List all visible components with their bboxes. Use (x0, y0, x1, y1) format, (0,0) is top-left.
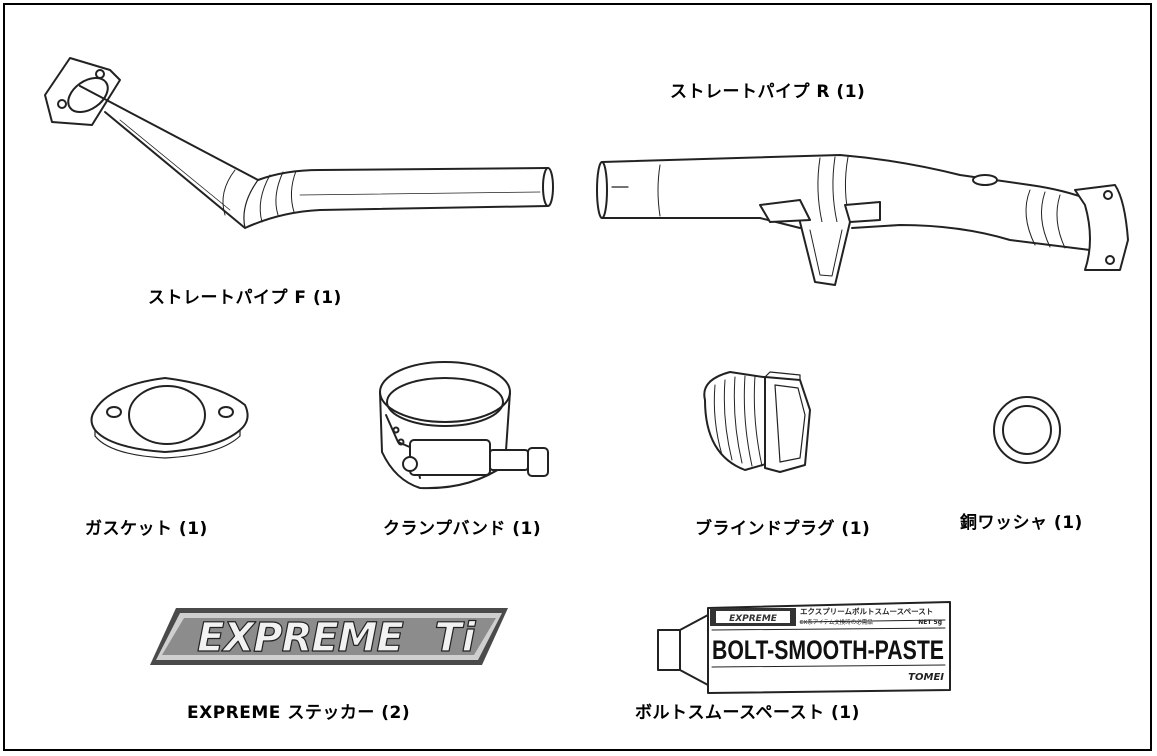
paste-tube-label: EXPREME エクスプリームボルトスムースペースト EX系アイテム交換時の必需… (712, 606, 944, 683)
logo-ti-text: Ti (435, 615, 477, 661)
label-blind-plug: ブラインドプラグ (1) (695, 519, 871, 539)
copper-washer-image (993, 396, 1061, 464)
label-straight-pipe-f: ストレートパイプ F (1) (148, 288, 342, 308)
label-gasket: ガスケット (1) (85, 519, 208, 539)
blind-plug-image (703, 371, 811, 473)
logo-expreme-text: EXPREME (197, 615, 403, 661)
gasket-image (90, 377, 249, 459)
bolt-smooth-paste-tube-image (657, 601, 951, 694)
clamp-band-image (379, 361, 549, 490)
tube-brand-text: EXPREME (729, 614, 778, 624)
tube-net-text: NET 5g (918, 619, 942, 626)
page-frame (3, 3, 1152, 751)
tube-sub-text: EX系アイテム交換時の必需品 (800, 618, 873, 626)
straight-pipe-f-image (44, 57, 554, 229)
label-bolt-smooth-paste: ボルトスムースペースト (1) (635, 703, 860, 723)
tube-header-text: エクスプリームボルトスムースペースト (800, 606, 933, 616)
label-expreme-sticker: EXPREME ステッカー (2) (187, 703, 411, 723)
tube-maker-text: TOMEI (908, 672, 944, 683)
tube-main-text: BOLT-SMOOTH-PASTE (712, 635, 944, 665)
label-straight-pipe-r: ストレートパイプ R (1) (670, 82, 866, 102)
label-clamp-band: クランプバンド (1) (383, 519, 542, 539)
straight-pipe-r-image (596, 154, 1129, 286)
label-copper-washer: 銅ワッシャ (1) (960, 513, 1083, 533)
expreme-ti-logo: EXPREME Ti (150, 608, 508, 665)
